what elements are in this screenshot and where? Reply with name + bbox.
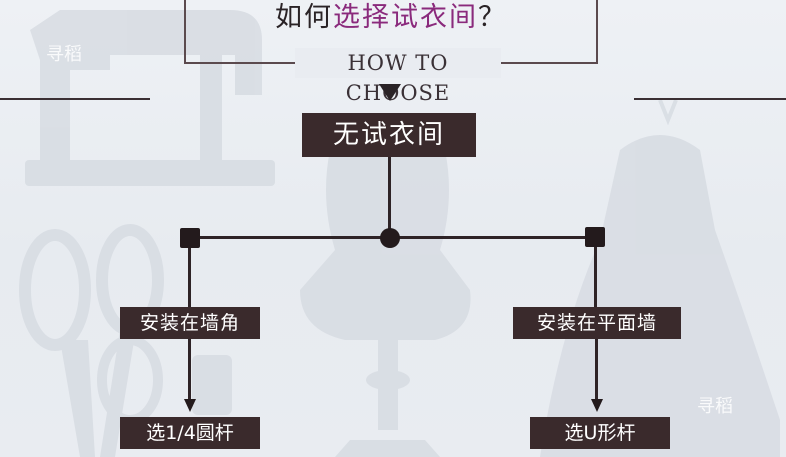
page-subtitle: HOW TO CHOOSE [295, 48, 501, 105]
down-arrow-icon [379, 84, 401, 101]
title-part-question-mark: ？ [478, 2, 507, 33]
result-quarter-round-rod: 选1/4圆杆 [120, 417, 260, 449]
right-arrow-head-icon [591, 399, 603, 412]
root-connector-line [388, 157, 391, 237]
right-divider-line [634, 98, 786, 100]
title-part-choose-fitting-room: 选择试衣间 [333, 2, 478, 33]
left-branch-node [180, 228, 200, 248]
right-connector-line [594, 247, 597, 307]
left-connector-line [188, 248, 191, 307]
watermark-top-left: 寻稻 [46, 44, 82, 65]
root-node-no-fitting-room: 无试衣间 [302, 113, 476, 157]
option-corner-install: 安装在墙角 [120, 307, 260, 339]
title-part-how: 如何 [275, 2, 333, 33]
page-title: 如何选择试衣间？ [184, 0, 598, 36]
center-branch-node [380, 228, 400, 248]
left-arrow-head-icon [184, 399, 196, 412]
right-result-connector [595, 339, 598, 399]
result-u-shaped-rod: 选U形杆 [530, 417, 670, 449]
right-branch-node [585, 227, 605, 247]
option-flat-wall-install: 安装在平面墙 [513, 307, 681, 339]
left-result-connector [188, 339, 191, 399]
watermark-bottom-right: 寻稻 [697, 396, 733, 417]
left-divider-line [0, 98, 150, 100]
